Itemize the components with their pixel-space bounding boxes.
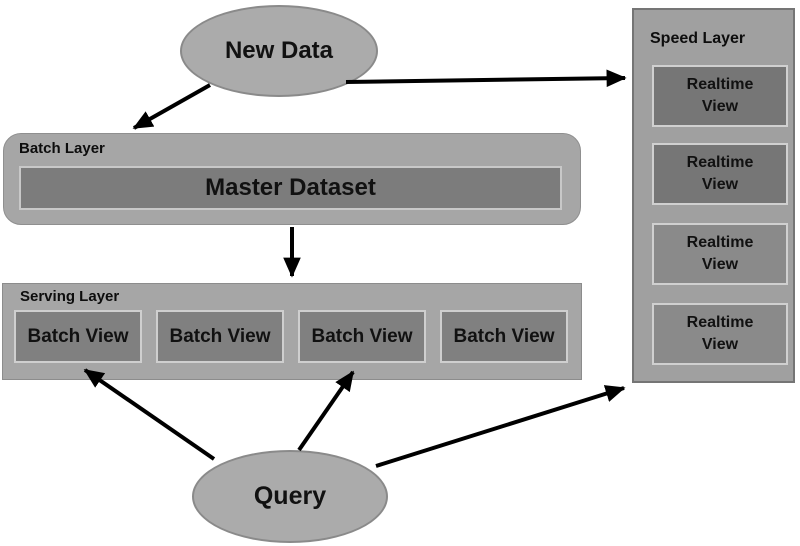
batch-layer-title: Batch Layer <box>19 140 105 157</box>
batch-layer-panel: Batch Layer Master Dataset <box>3 133 581 225</box>
new-data-node: New Data <box>180 5 378 97</box>
new-data-label: New Data <box>224 37 334 64</box>
batch-view-label: Batch View <box>27 325 129 347</box>
realtime-view-box-2: Realtime View <box>652 143 788 205</box>
batch-view-box-2: Batch View <box>156 310 284 363</box>
batch-view-box-4: Batch View <box>440 310 568 363</box>
query-node: Query <box>192 450 388 543</box>
realtime-view-box-1: Realtime View <box>652 65 788 127</box>
realtime-view-box-3: Realtime View <box>652 223 788 285</box>
query-label: Query <box>253 482 327 510</box>
realtime-view-label: Realtime View <box>686 75 754 115</box>
arrow-query-to-batch-view-3 <box>297 370 355 452</box>
speed-layer-panel: Speed Layer Realtime View Realtime View … <box>632 8 795 383</box>
speed-layer-title: Speed Layer <box>650 30 746 47</box>
batch-view-box-3: Batch View <box>298 310 426 363</box>
realtime-view-box-4: Realtime View <box>652 303 788 365</box>
serving-layer-title: Serving Layer <box>20 288 120 305</box>
realtime-view-label: Realtime View <box>686 313 754 353</box>
batch-view-label: Batch View <box>453 325 555 347</box>
arrow-new-data-to-batch-layer <box>132 83 211 130</box>
arrow-query-to-speed-layer <box>375 385 626 468</box>
master-dataset-box: Master Dataset <box>19 166 562 210</box>
batch-view-box-1: Batch View <box>14 310 142 363</box>
arrow-query-to-batch-view-1 <box>83 368 216 461</box>
master-dataset-label: Master Dataset <box>205 174 376 201</box>
arrow-new-data-to-speed-layer <box>345 69 627 88</box>
realtime-view-label: Realtime View <box>686 233 754 273</box>
batch-view-label: Batch View <box>169 325 271 347</box>
realtime-view-label: Realtime View <box>686 153 754 193</box>
batch-view-label: Batch View <box>311 325 413 347</box>
serving-layer-panel: Serving Layer Batch View Batch View Batc… <box>2 283 582 380</box>
